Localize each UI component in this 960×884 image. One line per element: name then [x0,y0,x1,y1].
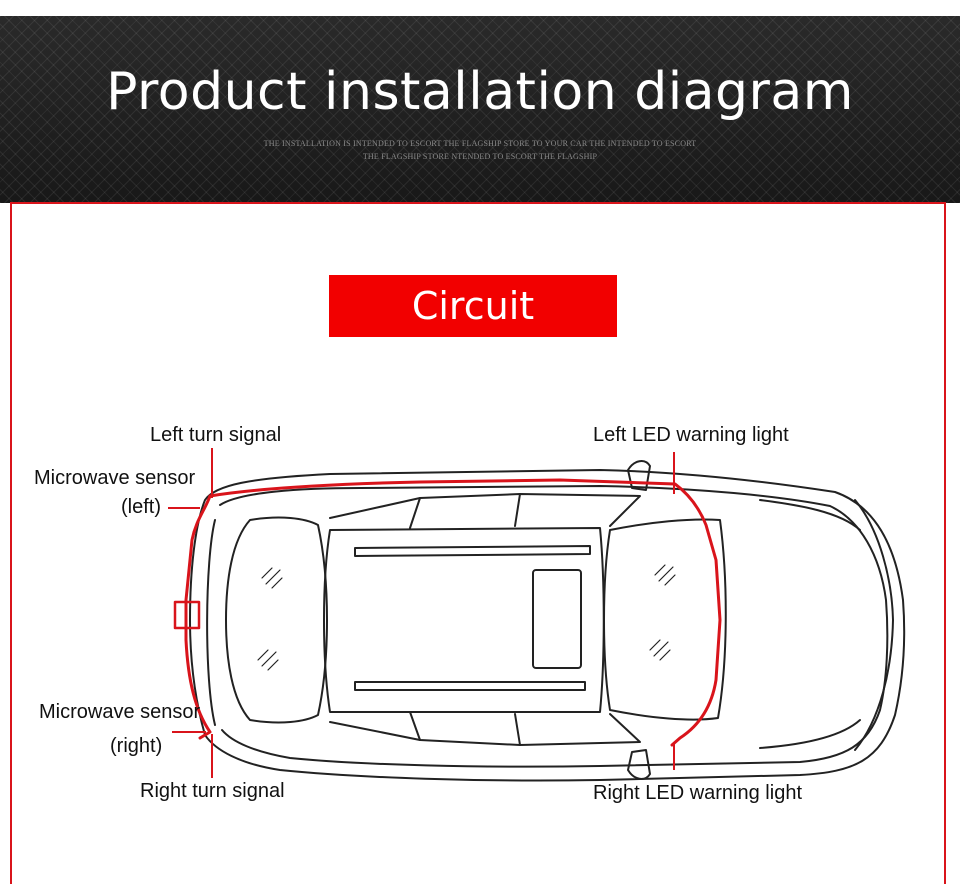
side-windows-bottom [329,713,641,746]
roof-panel [323,527,605,713]
label-right-led-warning-light: Right LED warning light [593,782,802,804]
car-body-outline [189,469,906,782]
header-subtitle-line1: THE INSTALLATION IS INTENDED TO ESCORT T… [263,139,697,148]
rear-window [603,518,727,721]
roof-rail-left [354,545,591,557]
mirror-left [627,460,651,491]
side-windows-top [329,493,641,527]
page-title: Product installation diagram [106,62,854,122]
label-microwave-sensor-left-line2: (left) [121,496,161,518]
label-right-turn-signal: Right turn signal [140,780,285,802]
wiring-top-run [208,478,722,747]
label-microwave-sensor-right-line2: (right) [110,735,163,757]
header-subtitle-line2: THE FLAGSHIP STORE NTENDED TO ESCORT THE… [362,152,598,161]
windshield [225,516,328,724]
label-microwave-sensor-right-line1: Microwave sensor [39,701,201,723]
sensor-box [173,600,201,630]
label-left-led-warning-light: Left LED warning light [593,424,789,446]
header-banner: Product installation diagram THE INSTALL… [0,16,960,203]
circuit-diagram-badge: Circuit diagram [329,275,617,390]
top-strip [0,0,960,16]
label-left-turn-signal: Left turn signal [150,424,282,446]
roof-rail-right [354,681,586,691]
wiring-harness [184,494,212,740]
mirror-right [627,749,651,780]
sunroof [532,569,582,669]
car-body-inner-line [219,485,889,768]
label-microwave-sensor-left-line1: Microwave sensor [34,467,196,489]
